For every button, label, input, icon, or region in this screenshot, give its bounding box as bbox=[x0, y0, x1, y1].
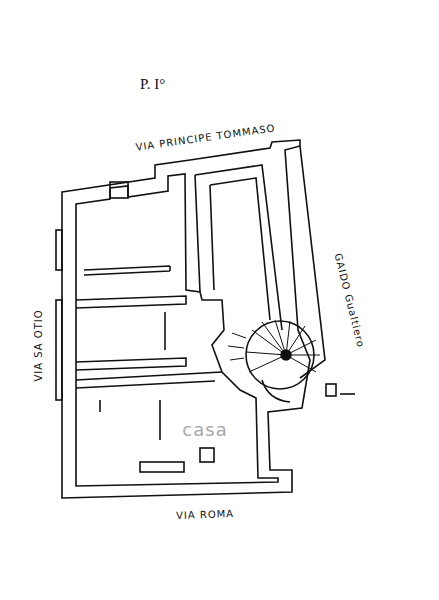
pillar bbox=[200, 448, 214, 462]
pillar bbox=[140, 462, 184, 472]
stair-treads bbox=[228, 320, 320, 372]
partition bbox=[76, 296, 186, 308]
boundary bbox=[340, 393, 355, 395]
partition bbox=[160, 312, 165, 440]
floor-label: P. I° bbox=[140, 76, 165, 93]
corridor-wall bbox=[195, 165, 282, 330]
window-strip bbox=[56, 300, 62, 400]
window-strip bbox=[56, 230, 62, 270]
street-name: VIA ROMA bbox=[176, 507, 234, 520]
watermark: casa bbox=[182, 420, 227, 440]
partition bbox=[84, 266, 170, 275]
pillar bbox=[326, 384, 336, 396]
partition bbox=[76, 358, 186, 370]
partition bbox=[76, 372, 222, 388]
street-name: GAIDO Gualtiero bbox=[333, 252, 367, 349]
stair-curve bbox=[262, 380, 290, 402]
street-name: VIA PRINCIPE TOMMASO bbox=[134, 122, 275, 153]
street-name: VIA SA OTIO bbox=[32, 309, 43, 381]
inner-wall bbox=[76, 174, 278, 486]
partition bbox=[99, 400, 101, 412]
outer-wall bbox=[62, 140, 310, 498]
pillar bbox=[110, 182, 128, 198]
